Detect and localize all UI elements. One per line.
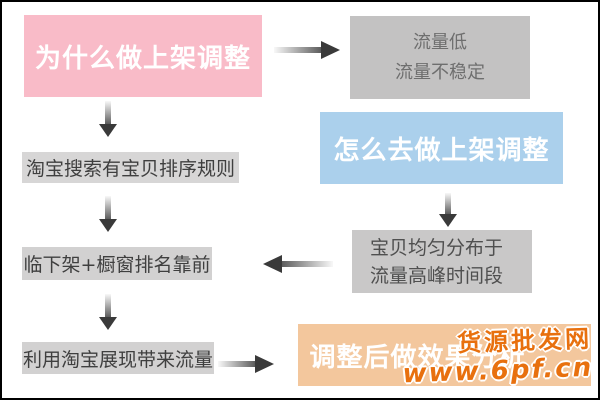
how-adjust-label: 怎么去做上架调整 [333,135,550,166]
watermark: 货源批发网 www.6pf.cn [401,325,594,390]
how-adjust-box: 怎么去做上架调整 [320,112,563,184]
why-adjust-box: 为什么做上架调整 [24,15,262,97]
arrow-down-icon [99,294,117,330]
offshelf-ranking-bar: 临下架+橱窗排名靠前 [22,247,212,280]
distribute-line2: 流量高峰时间段 [370,264,504,287]
display-traffic-label: 利用淘宝展现带来流量 [22,348,213,371]
effect-analysis-label: 调整后做效果分析 [309,342,526,373]
arrow-right-icon [218,355,274,373]
why-adjust-label: 为什么做上架调整 [34,43,251,74]
traffic-problem-line1: 流量低 [413,31,467,53]
arrow-left-icon [263,255,333,273]
traffic-problem-box: 流量低 流量不稳定 [350,16,530,99]
offshelf-ranking-label: 临下架+橱窗排名靠前 [23,254,211,276]
effect-analysis-box: 调整后做效果分析 [298,324,591,386]
traffic-problem-line2: 流量不稳定 [395,61,485,83]
display-traffic-bar: 利用淘宝展现带来流量 [22,342,214,374]
arrow-down-icon [99,196,117,232]
arrow-down-icon [99,101,117,137]
sort-rule-bar: 淘宝搜索有宝贝排序规则 [22,152,239,183]
arrow-right-icon [274,41,340,59]
distribute-line1: 宝贝均匀分布于 [370,236,504,259]
sort-rule-label: 淘宝搜索有宝贝排序规则 [25,158,235,180]
distribute-box: 宝贝均匀分布于 流量高峰时间段 [352,230,532,293]
arrow-down-icon [439,193,457,227]
